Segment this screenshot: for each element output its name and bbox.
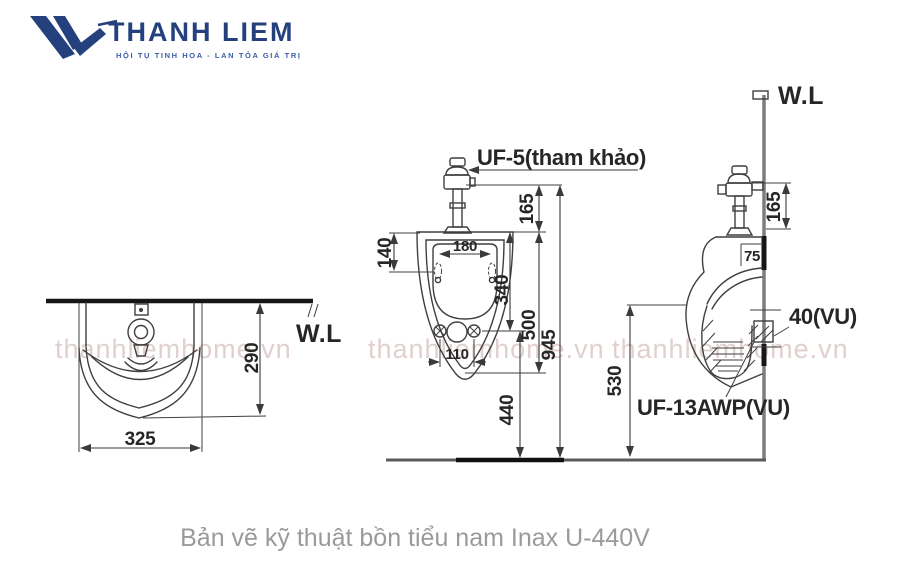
watermark-right: thanhliemhome.vn xyxy=(612,334,849,364)
brand-logo-icon xyxy=(30,16,118,59)
front-view-spacing-dim: 180 xyxy=(453,238,477,255)
front-view-drain-drop-dim: 340 xyxy=(492,275,513,306)
side-view-outlet-label: 40(VU) xyxy=(789,304,857,329)
front-view-bolt-spacing-dim: 110 xyxy=(445,346,468,363)
front-view-valve-label: UF-5(tham khảo) xyxy=(477,145,646,170)
side-view-wl-label: W.L xyxy=(778,82,824,110)
brand-tagline: HỘI TỤ TINH HOA - LAN TỎA GIÁ TRỊ xyxy=(116,50,302,60)
front-view-body-height-dim: 500 xyxy=(519,310,540,341)
brand-name: THANH LIEM xyxy=(108,17,295,47)
top-view-spreader xyxy=(124,303,158,372)
top-view-drawing xyxy=(46,298,319,452)
front-view-drain-and-bolts xyxy=(433,321,481,343)
side-view-pipe-offset-dim: 75 xyxy=(744,248,760,265)
top-view-width-dim: 325 xyxy=(125,429,157,450)
side-view-flush-valve xyxy=(717,165,764,236)
front-view-drain-height-dim: 440 xyxy=(497,395,518,426)
front-view-inlet-dim: 165 xyxy=(517,193,538,225)
front-view-overall-height-dim: 945 xyxy=(539,329,560,361)
top-view-wl-label: W.L xyxy=(296,320,342,348)
top-view-depth-dim: 290 xyxy=(242,343,263,374)
side-view-lip-height-dim: 530 xyxy=(605,366,626,397)
front-view-hanger-dim: 140 xyxy=(375,238,396,269)
drawing-caption: Bản vẽ kỹ thuật bồn tiểu nam Inax U-440V xyxy=(180,524,650,552)
front-view-drawing xyxy=(389,157,638,458)
front-view-hanger-slots xyxy=(434,262,496,280)
side-view-inlet-dim: 165 xyxy=(764,191,785,223)
side-view-trap xyxy=(701,267,774,380)
brand-logo: THANH LIEM HỘI TỤ TINH HOA - LAN TỎA GIÁ… xyxy=(22,8,300,74)
side-view-drawing xyxy=(626,90,791,459)
front-view-flush-valve xyxy=(442,157,476,234)
side-view-trap-label: UF-13AWP(VU) xyxy=(637,395,790,420)
